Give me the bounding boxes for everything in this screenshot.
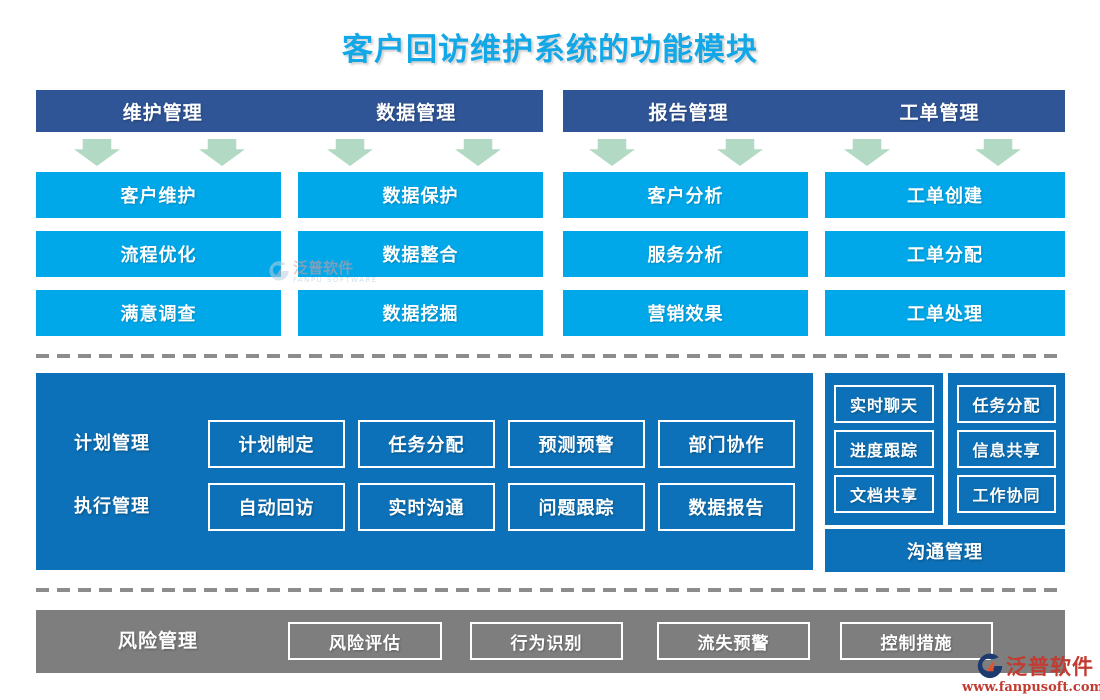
dashed-divider <box>36 354 1065 358</box>
watermark-bottom-right: 泛普软件 www.fanpusoft.com <box>962 651 1100 695</box>
module-box: 服务分析 <box>563 231 808 277</box>
risk-management-bar: 风险管理 风险评估 行为识别 流失预警 控制措施 <box>36 610 1065 673</box>
module-column-maintenance: 客户维护 流程优化 满意调查 <box>36 172 281 336</box>
module-box: 控制措施 <box>840 622 993 660</box>
group-header-data: 数据管理 <box>376 101 457 124</box>
plan-execution-panel: 计划管理 计划制定 任务分配 预测预警 部门协作 执行管理 自动回访 实时沟通 … <box>36 373 813 570</box>
module-box: 流失预警 <box>657 622 810 660</box>
page-title: 客户回访维护系统的功能模块 <box>342 32 758 68</box>
module-box: 数据报告 <box>658 483 795 531</box>
module-box: 满意调查 <box>36 290 281 336</box>
down-arrow-icon <box>844 139 890 166</box>
execution-management-row: 执行管理 自动回访 实时沟通 问题跟踪 数据报告 <box>36 483 813 531</box>
header-bar-right: 报告管理 工单管理 <box>563 90 1065 132</box>
group-label-risk: 风险管理 <box>118 630 199 652</box>
group-label-communication: 沟通管理 <box>825 529 1065 572</box>
module-box: 文档共享 <box>834 475 934 513</box>
module-box: 工作协同 <box>957 475 1056 513</box>
down-arrow-icon <box>717 139 763 166</box>
module-box: 问题跟踪 <box>508 483 645 531</box>
module-column-workorder: 工单创建 工单分配 工单处理 <box>825 172 1065 336</box>
module-column-data: 数据保护 数据整合 数据挖掘 <box>298 172 543 336</box>
down-arrow-icon <box>74 139 120 166</box>
module-box: 工单处理 <box>825 290 1065 336</box>
module-box: 工单创建 <box>825 172 1065 218</box>
module-box: 工单分配 <box>825 231 1065 277</box>
communication-column-left: 实时聊天 进度跟踪 文档共享 <box>825 373 943 525</box>
down-arrow-icon <box>327 139 373 166</box>
watermark-brand-text: 泛普软件 <box>1006 655 1094 679</box>
down-arrow-icon <box>975 139 1021 166</box>
module-box: 计划制定 <box>208 420 345 468</box>
module-box: 数据挖掘 <box>298 290 543 336</box>
group-header-workorder: 工单管理 <box>899 101 980 124</box>
communication-column-right: 任务分配 信息共享 工作协同 <box>948 373 1065 525</box>
module-box: 进度跟踪 <box>834 430 934 468</box>
module-box: 任务分配 <box>358 420 495 468</box>
module-box: 客户维护 <box>36 172 281 218</box>
group-header-maintenance: 维护管理 <box>122 101 203 124</box>
dashed-divider <box>36 588 1065 592</box>
module-box: 实时聊天 <box>834 385 934 423</box>
module-box: 数据保护 <box>298 172 543 218</box>
module-box: 信息共享 <box>957 430 1056 468</box>
group-header-report: 报告管理 <box>648 101 729 124</box>
watermark-url-text: www.fanpusoft.com <box>962 680 1100 695</box>
module-column-report: 客户分析 服务分析 营销效果 <box>563 172 808 336</box>
down-arrow-icon <box>455 139 501 166</box>
down-arrow-icon <box>199 139 245 166</box>
down-arrow-icon <box>589 139 635 166</box>
module-box: 客户分析 <box>563 172 808 218</box>
module-box: 部门协作 <box>658 420 795 468</box>
module-box: 风险评估 <box>288 622 442 660</box>
module-box: 任务分配 <box>957 385 1056 423</box>
group-label-execution: 执行管理 <box>74 496 150 517</box>
header-bar-left: 维护管理 数据管理 <box>36 90 543 132</box>
fanpu-logo-icon <box>977 653 1003 679</box>
module-box: 数据整合 <box>298 231 543 277</box>
module-box: 预测预警 <box>508 420 645 468</box>
plan-management-row: 计划管理 计划制定 任务分配 预测预警 部门协作 <box>36 420 813 468</box>
module-box: 营销效果 <box>563 290 808 336</box>
module-box: 行为识别 <box>470 622 623 660</box>
group-label-plan: 计划管理 <box>74 433 150 454</box>
module-box: 自动回访 <box>208 483 345 531</box>
module-box: 流程优化 <box>36 231 281 277</box>
module-box: 实时沟通 <box>358 483 495 531</box>
